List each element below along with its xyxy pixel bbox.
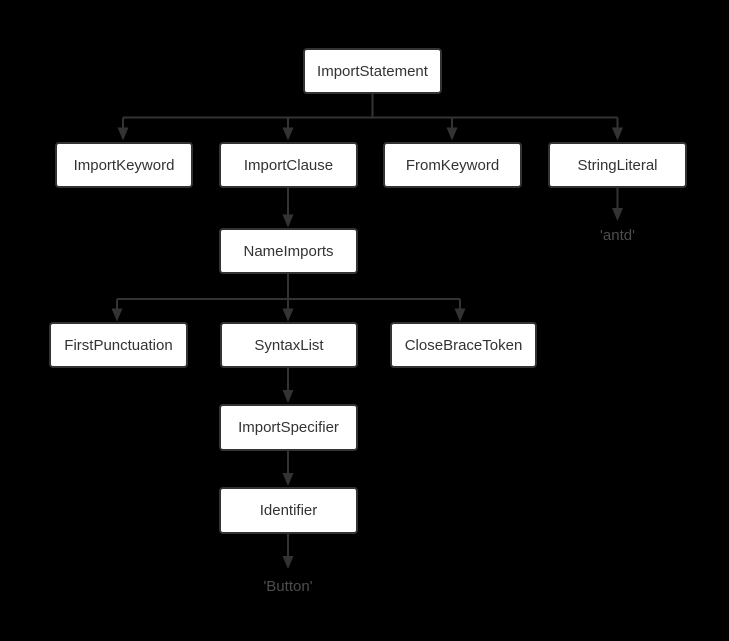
node-import-statement: ImportStatement <box>303 48 442 94</box>
node-label: FirstPunctuation <box>64 336 173 354</box>
edge-importspecifier-identifier <box>282 451 294 486</box>
node-label: ImportStatement <box>317 62 428 80</box>
edge-importstatement-children <box>117 94 623 141</box>
node-label: StringLiteral <box>577 156 658 174</box>
node-syntax-list: SyntaxList <box>220 322 358 368</box>
edge-syntaxlist-importspecifier <box>282 368 294 403</box>
node-import-clause: ImportClause <box>219 142 358 188</box>
node-label: ImportKeyword <box>73 156 175 174</box>
leaf-antd-value: 'antd' <box>600 227 635 244</box>
node-first-punctuation: FirstPunctuation <box>49 322 188 368</box>
edge-nameimports-children <box>111 274 466 322</box>
node-label: CloseBraceToken <box>404 336 523 354</box>
node-label: FromKeyword <box>405 156 500 174</box>
node-import-specifier: ImportSpecifier <box>219 404 358 451</box>
node-label: NameImports <box>243 242 334 260</box>
edge-stringliteral-antd <box>612 188 623 221</box>
node-import-keyword: ImportKeyword <box>55 142 193 188</box>
edge-importclause-nameimports <box>282 188 294 228</box>
node-close-brace-token: CloseBraceToken <box>390 322 537 368</box>
node-name-imports: NameImports <box>219 228 358 274</box>
node-identifier: Identifier <box>219 487 358 534</box>
node-label: SyntaxList <box>254 336 324 354</box>
node-label: Identifier <box>259 502 318 519</box>
node-from-keyword: FromKeyword <box>383 142 522 188</box>
node-label: ImportClause <box>243 156 334 174</box>
leaf-button-value: 'Button' <box>263 578 313 595</box>
edge-identifier-button <box>282 534 294 569</box>
node-label: ImportSpecifier <box>238 419 339 436</box>
node-string-literal: StringLiteral <box>548 142 687 188</box>
